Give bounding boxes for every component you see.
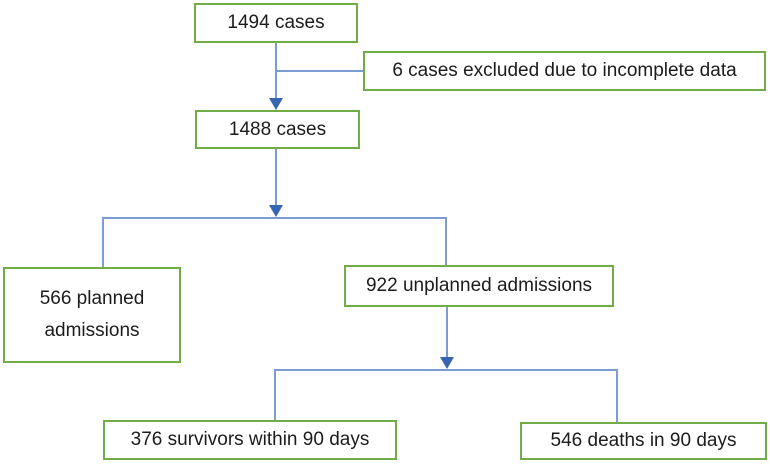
connector-split2-right-drop: [616, 369, 618, 422]
connector-split2-horizontal: [274, 369, 618, 371]
node-1488-cases-label: 1488 cases: [228, 118, 327, 140]
node-deaths: 546 deaths in 90 days: [520, 422, 767, 460]
node-planned-admissions-label: 566 planned admissions: [39, 287, 145, 341]
node-excluded-cases: 6 cases excluded due to incomplete data: [363, 51, 766, 91]
connector-split1-left-drop: [102, 217, 104, 267]
connector-included-stem: [275, 148, 277, 206]
node-1488-cases: 1488 cases: [195, 110, 360, 149]
node-1494-cases: 1494 cases: [194, 3, 358, 43]
arrowhead-to-split1-icon: [269, 205, 283, 217]
arrowhead-to-split2-icon: [440, 357, 454, 369]
arrowhead-to-1488-icon: [269, 98, 283, 110]
node-excluded-cases-label: 6 cases excluded due to incomplete data: [392, 60, 737, 82]
connector-exclusion-branch: [276, 70, 363, 72]
node-deaths-label: 546 deaths in 90 days: [550, 430, 737, 452]
node-unplanned-admissions: 922 unplanned admissions: [344, 265, 614, 307]
node-survivors: 376 survivors within 90 days: [103, 420, 397, 460]
connector-split1-right-drop: [445, 217, 447, 265]
connector-unplanned-stem: [446, 307, 448, 358]
node-1494-cases-label: 1494 cases: [227, 12, 325, 34]
connector-split2-left-drop: [274, 369, 276, 420]
connector-split1-horizontal: [102, 217, 447, 219]
node-unplanned-admissions-label: 922 unplanned admissions: [365, 275, 593, 297]
node-planned-admissions: 566 planned admissions: [3, 267, 181, 363]
node-survivors-label: 376 survivors within 90 days: [130, 429, 370, 451]
